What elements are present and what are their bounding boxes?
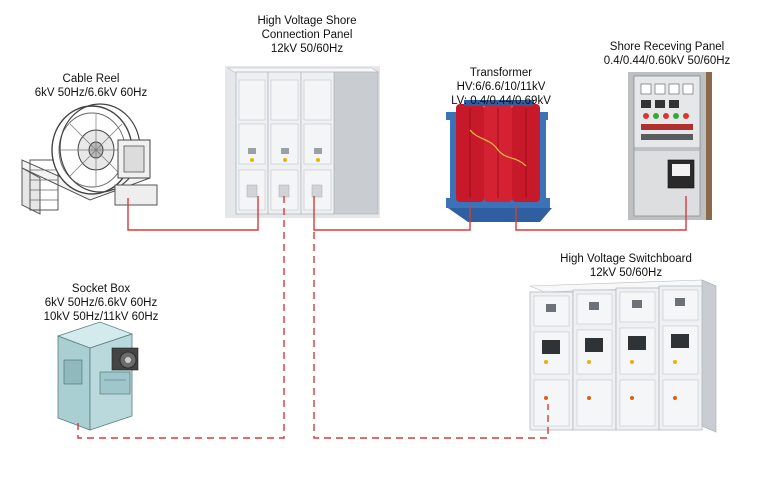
wire-shore-panel-to-switchboard bbox=[313, 232, 549, 439]
transformer-title: Transformer bbox=[469, 67, 533, 79]
receiving-panel-label: Shore Receving Panel 0.4/0.44/0.60kV 50/… bbox=[592, 40, 742, 68]
socket-box-spec-line2: 10kV 50Hz/11kV 60Hz bbox=[43, 311, 159, 323]
hv-switchboard bbox=[529, 279, 717, 433]
wire-transformer-to-receiving-panel bbox=[515, 196, 687, 231]
cable-reel-title: Cable Reel bbox=[62, 73, 120, 85]
hv-shore-connection-panel bbox=[225, 66, 380, 218]
switchboard-label: High Voltage Switchboard 12kV 50/60Hz bbox=[546, 252, 706, 280]
receiving-panel-title: Shore Receving Panel bbox=[609, 41, 725, 53]
shore-panel-title-line2: Connection Panel bbox=[261, 29, 353, 41]
transformer-lv: LV: 0.4/0.44/0.69kV bbox=[451, 95, 551, 107]
cable-reel-spec: 6kV 50Hz/6.6kV 60Hz bbox=[34, 87, 148, 99]
transformer bbox=[446, 100, 552, 222]
shore-panel-label: High Voltage Shore Connection Panel 12kV… bbox=[232, 14, 382, 56]
wire-shore-panel-to-transformer bbox=[313, 196, 471, 231]
switchboard-spec: 12kV 50/60Hz bbox=[589, 267, 663, 279]
connection-wires bbox=[77, 196, 687, 439]
cable-reel bbox=[21, 103, 158, 215]
shore-panel-spec: 12kV 50/60Hz bbox=[270, 43, 344, 55]
wire-shore-panel-to-socket-box bbox=[77, 196, 285, 439]
switchboard-title: High Voltage Switchboard bbox=[560, 253, 692, 265]
socket-box-label: Socket Box 6kV 50Hz/6.6kV 60Hz 10kV 50Hz… bbox=[36, 282, 166, 324]
socket-box-spec-line1: 6kV 50Hz/6.6kV 60Hz bbox=[44, 297, 158, 309]
receiving-panel-spec: 0.4/0.44/0.60kV 50/60Hz bbox=[603, 55, 731, 67]
transformer-label: Transformer HV:6/6.6/10/11kV LV: 0.4/0.4… bbox=[436, 66, 566, 108]
wire-cable-reel-to-shore-panel bbox=[127, 196, 259, 231]
transformer-hv: HV:6/6.6/10/11kV bbox=[456, 81, 546, 93]
shore-receiving-panel bbox=[628, 72, 712, 220]
cable-reel-label: Cable Reel 6kV 50Hz/6.6kV 60Hz bbox=[26, 72, 156, 100]
socket-box-title: Socket Box bbox=[71, 283, 131, 295]
shore-panel-title-line1: High Voltage Shore bbox=[257, 15, 357, 27]
socket-box bbox=[56, 321, 139, 431]
